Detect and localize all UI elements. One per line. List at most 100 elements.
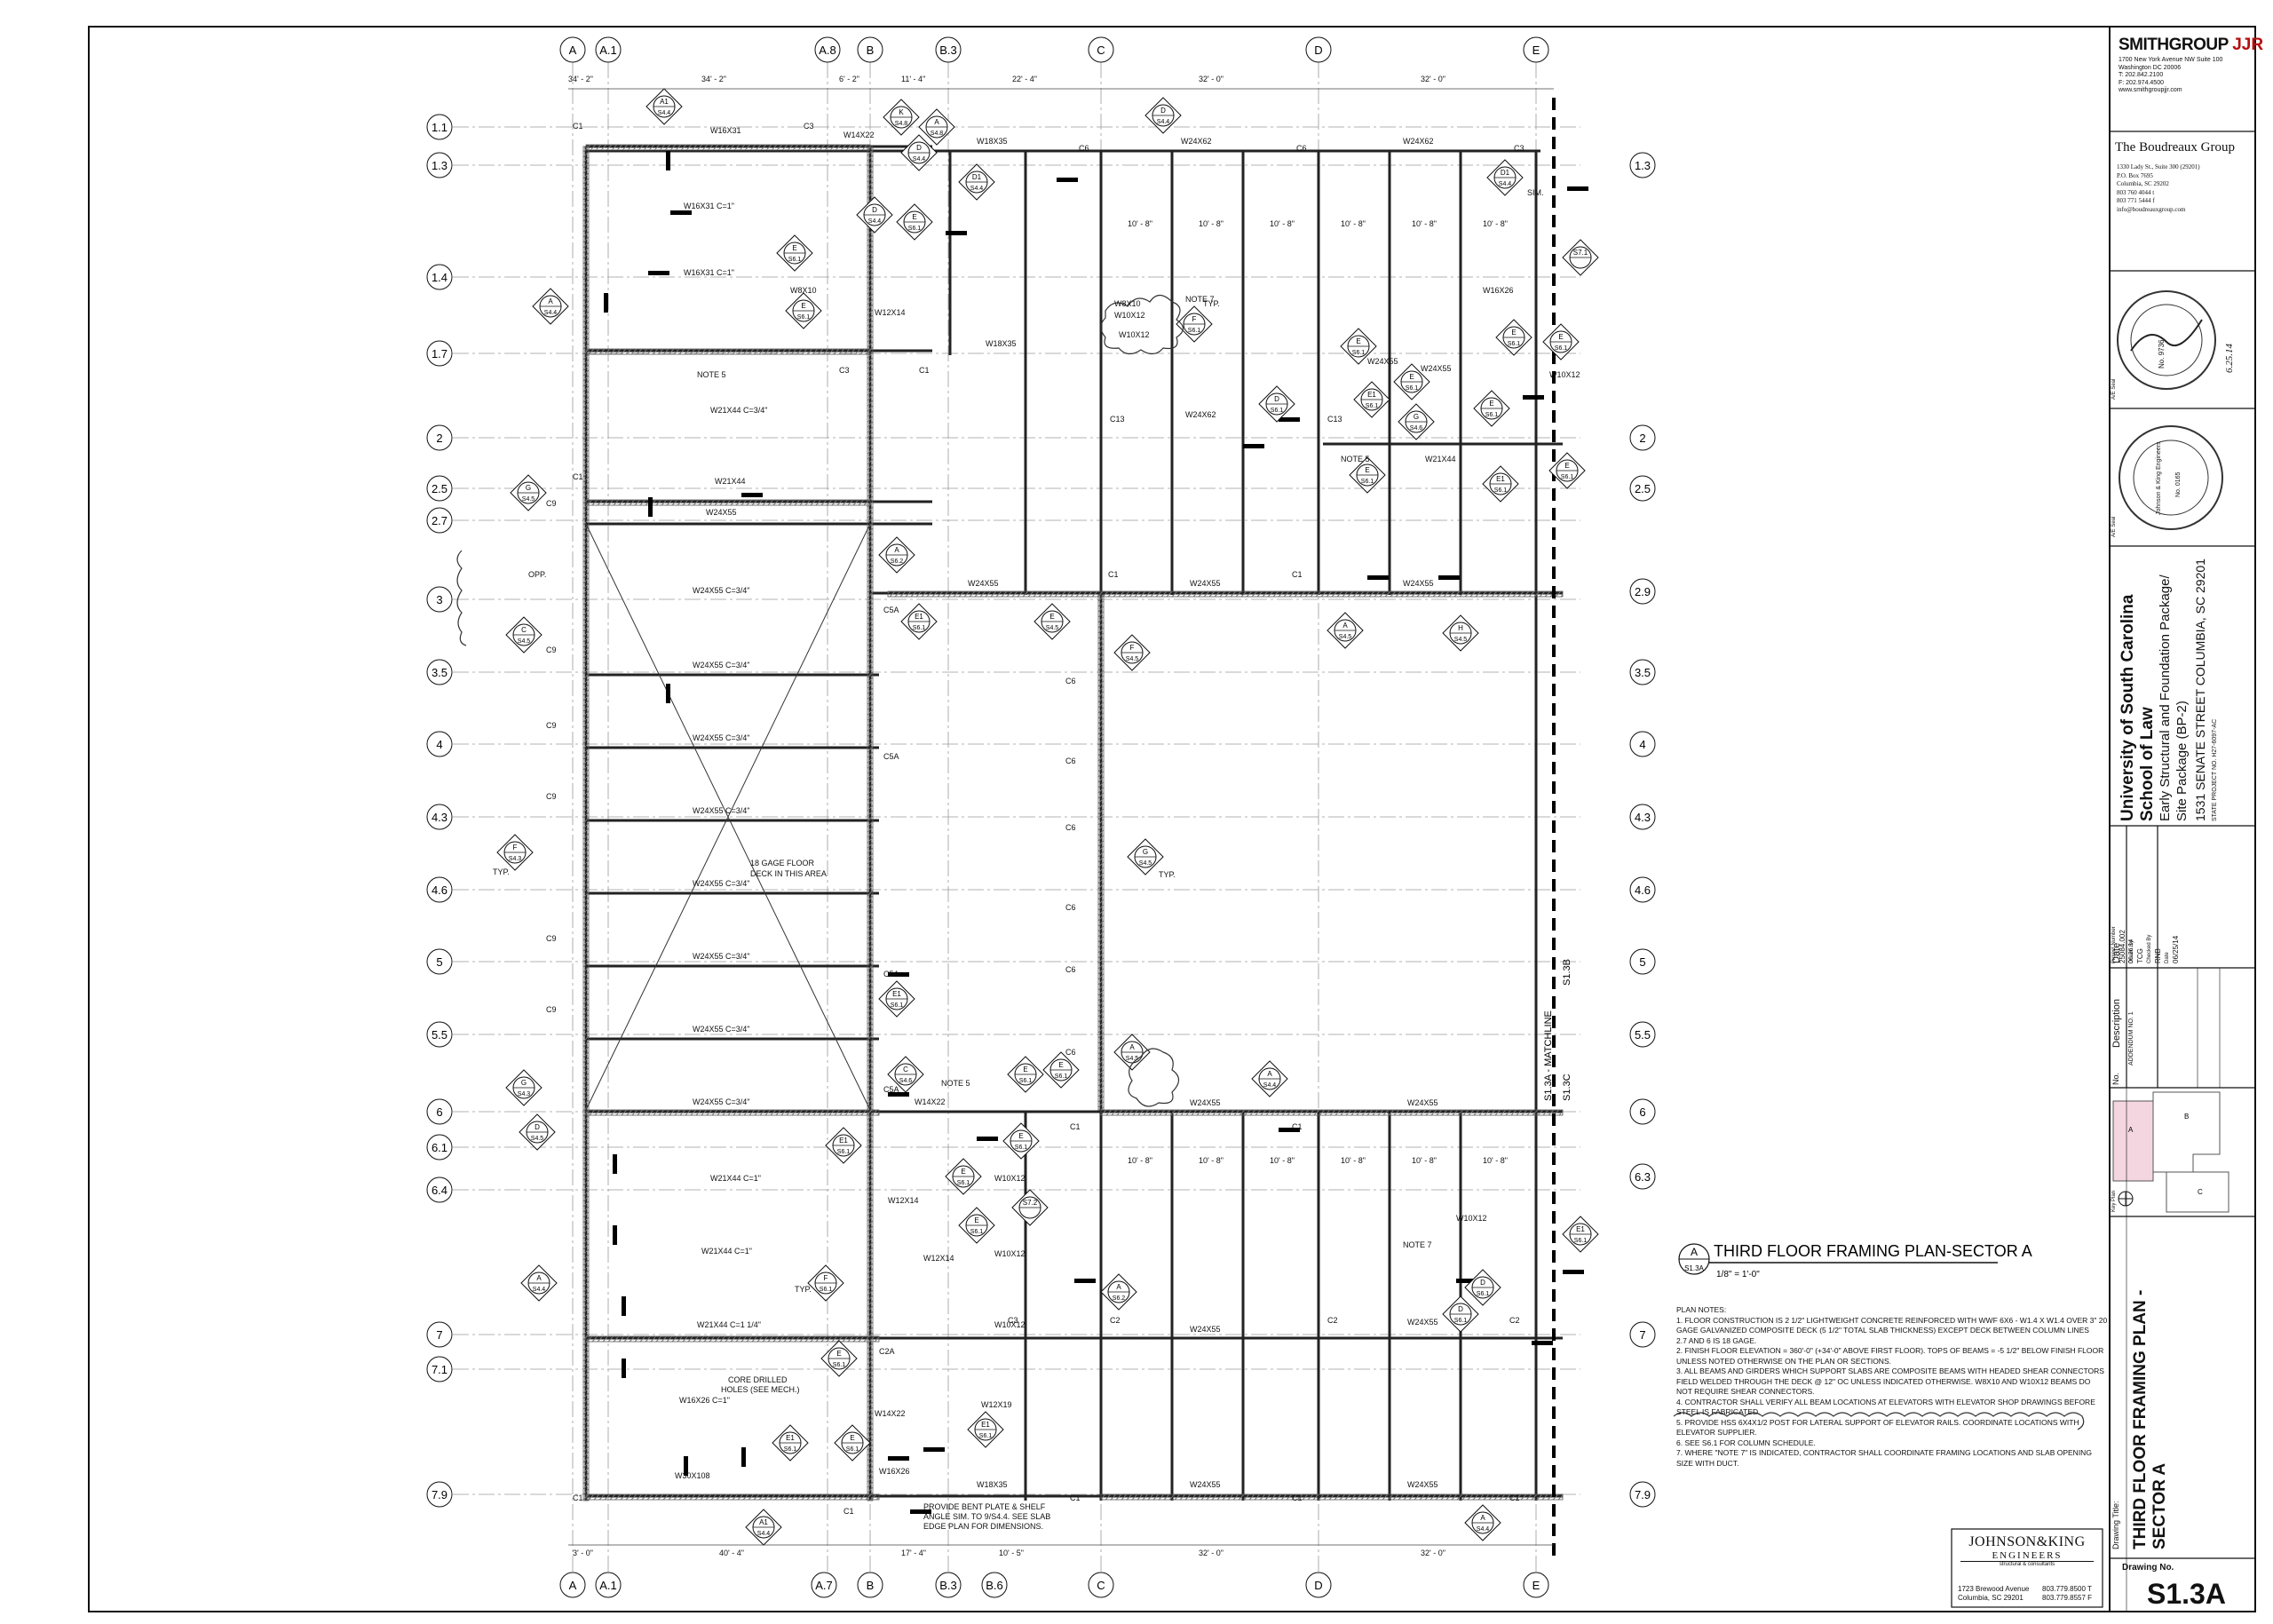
gridlines xyxy=(453,62,1580,1572)
svg-text:D1: D1 xyxy=(1501,169,1510,177)
beam-label: W24X55 C=3/4" xyxy=(693,661,749,669)
column-label: C1 xyxy=(573,1493,583,1502)
section-bar xyxy=(613,1154,617,1174)
section-reference-symbol: DS4.4 xyxy=(900,134,938,171)
typ-note: TYP. xyxy=(1159,870,1176,879)
note-line: 6. SEE S6.1 FOR COLUMN SCHEDULE. xyxy=(1676,1438,1816,1447)
section-bar xyxy=(1438,575,1460,580)
svg-text:D: D xyxy=(1274,395,1279,403)
note-tag: NOTE 7 xyxy=(1185,295,1215,304)
grid-bubble-top: C xyxy=(1088,36,1114,63)
key-a: A xyxy=(2128,1126,2134,1134)
beam-label: W24X62 xyxy=(1185,410,1216,419)
svg-text:4.6: 4.6 xyxy=(1635,883,1651,897)
column-label: C1 xyxy=(1070,1493,1081,1502)
grid-bubble-right: 5.5 xyxy=(1629,1021,1656,1048)
section-bar xyxy=(741,1447,746,1467)
dim-text: 40' - 4" xyxy=(719,1549,744,1557)
column-label: C1 xyxy=(1292,1122,1303,1131)
section-reference-symbol: ES6.1 xyxy=(958,1207,995,1244)
section-reference-symbol: ES6.1 xyxy=(1393,363,1430,400)
smithgroup-accent: JJR xyxy=(2232,36,2264,54)
svg-text:S4.3: S4.3 xyxy=(518,1091,531,1097)
column-label: C3 xyxy=(839,366,850,375)
note-tag: NOTE 5 xyxy=(1341,455,1370,463)
section-reference-symbol: GS4.5 xyxy=(510,474,547,511)
column-label: C6 xyxy=(1079,144,1089,153)
svg-text:S6.2: S6.2 xyxy=(1113,1295,1126,1302)
svg-text:S4.6: S4.6 xyxy=(1410,425,1423,432)
column-label: C3 xyxy=(1514,144,1525,153)
svg-text:S4.5: S4.5 xyxy=(1454,637,1468,643)
svg-text:S6.1: S6.1 xyxy=(891,1002,904,1009)
beam-label: W24X55 xyxy=(1190,1098,1221,1107)
svg-text:7.9: 7.9 xyxy=(1635,1488,1651,1501)
rev1-desc: ADDENDUM NO. 1 xyxy=(2128,1011,2134,1066)
grid-bubble-left: 4.3 xyxy=(426,804,453,830)
svg-text:A1: A1 xyxy=(660,98,669,106)
section-bar xyxy=(1567,186,1588,191)
section-bar xyxy=(1456,1279,1477,1283)
grid-bubble-bottom: A.7 xyxy=(811,1572,837,1598)
addr-line: P.O. Box 7695 xyxy=(2117,171,2153,179)
addr-line: Washington DC 20006 xyxy=(2119,64,2182,71)
svg-text:S6.1: S6.1 xyxy=(1019,1078,1033,1084)
section-reference-symbol: HS4.5 xyxy=(1442,614,1479,652)
engineer-seal-2 xyxy=(2119,425,2223,530)
seal2-number: No. 0165 xyxy=(2175,471,2182,497)
section-bar xyxy=(1532,1341,1553,1345)
svg-text:B: B xyxy=(867,44,875,57)
dim-text: 10' - 8" xyxy=(1341,219,1366,228)
svg-text:F: F xyxy=(513,844,518,852)
section-bar xyxy=(741,493,763,497)
section-bar xyxy=(888,1456,909,1461)
section-bar xyxy=(1057,178,1078,182)
beam-label: W24X55 xyxy=(968,579,999,588)
grid-bubble-bottom: D xyxy=(1305,1572,1332,1598)
beam-label: W18X35 xyxy=(977,1480,1008,1489)
svg-text:E: E xyxy=(1356,337,1360,345)
svg-text:S6.1: S6.1 xyxy=(1494,487,1508,494)
grid-bubble-left: 5 xyxy=(426,948,453,975)
section-reference-symbol: ES6.1 xyxy=(834,1424,871,1462)
column-label: C6 xyxy=(1065,903,1076,912)
svg-text:A: A xyxy=(569,1579,577,1592)
svg-text:C: C xyxy=(1097,1579,1105,1592)
deck-note: DECK IN THIS AREA xyxy=(750,869,827,878)
column-label: C1 xyxy=(1292,1493,1303,1502)
jk-address: 1723 Brewood Avenue Columbia, SC 29201 xyxy=(1958,1585,2029,1603)
grid-bubble-right: 4.6 xyxy=(1629,876,1656,903)
grid-bubble-left: 1.3 xyxy=(426,152,453,178)
svg-text:A: A xyxy=(536,1274,542,1282)
grid-bubble-right: 4.3 xyxy=(1629,804,1656,830)
beam-label: W12X19 xyxy=(981,1400,1012,1409)
section-reference-symbol: DS6.1 xyxy=(1258,385,1295,423)
svg-text:C: C xyxy=(1097,44,1105,57)
smithgroup-address: 1700 New York Avenue NW Suite 100 Washin… xyxy=(2119,57,2222,95)
smithgroup-logo: SMITHGROUP JJR xyxy=(2119,36,2263,55)
svg-text:7.9: 7.9 xyxy=(432,1488,447,1501)
sim-note: SIM. xyxy=(1527,188,1544,197)
section-reference-symbol: CS4.5 xyxy=(505,616,543,654)
beam-label: W21X44 C=1" xyxy=(701,1247,752,1256)
info-label: Date xyxy=(2165,952,2170,963)
beam-label: W14X22 xyxy=(843,131,875,139)
svg-text:C: C xyxy=(521,626,527,634)
boudreaux-logo: The Boudreaux Group xyxy=(2115,140,2235,154)
svg-text:A: A xyxy=(894,546,899,554)
beam-label: W8X10 xyxy=(790,286,817,295)
key-b: B xyxy=(2184,1113,2189,1121)
svg-text:2.9: 2.9 xyxy=(1635,585,1651,598)
grid-bubble-top: A xyxy=(559,36,586,63)
jk-tagline: structural & consultants xyxy=(1999,1562,2055,1567)
section-reference-symbol: ES6.1 xyxy=(1340,328,1377,365)
svg-text:F: F xyxy=(824,1274,828,1282)
key-c: C xyxy=(2198,1188,2203,1196)
svg-text:D: D xyxy=(1314,44,1322,57)
info-value: 06/25/14 xyxy=(2172,935,2180,963)
jk-addr-2: Columbia, SC 29201 xyxy=(1958,1594,2024,1602)
